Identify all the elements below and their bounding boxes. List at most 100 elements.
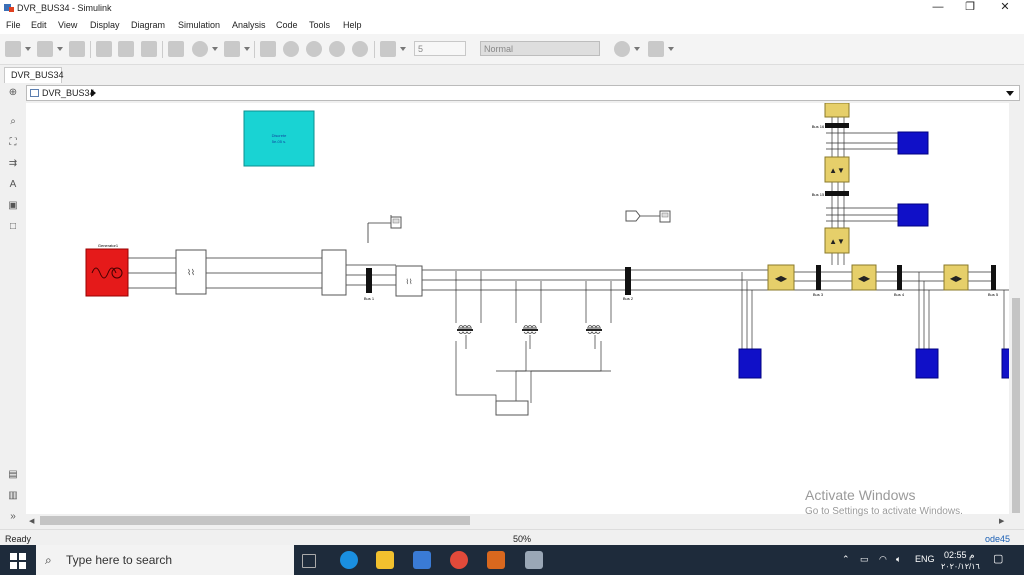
store-icon[interactable] — [413, 551, 431, 569]
close-button[interactable]: ✕ — [1000, 1, 1010, 13]
bus-bar-16[interactable] — [825, 123, 849, 128]
powergui-block[interactable] — [243, 110, 315, 167]
windows-start-icon[interactable] — [10, 553, 26, 569]
wifi-icon[interactable]: ◠ — [879, 554, 887, 564]
menu-simulation[interactable]: Simulation — [178, 20, 221, 30]
grid-icon[interactable] — [648, 41, 664, 57]
step-forward-icon[interactable] — [329, 41, 345, 57]
line-block-top[interactable] — [824, 103, 850, 118]
scroll-left-icon[interactable]: ◀ — [29, 518, 35, 525]
hide-browser-icon[interactable]: ⊕ — [8, 87, 18, 98]
arrow-icon[interactable]: ⇉ — [8, 158, 18, 169]
bus-bar-15[interactable] — [825, 191, 849, 196]
load-block-3[interactable] — [738, 348, 762, 379]
up-arrow-icon[interactable] — [141, 41, 157, 57]
breadcrumb-arrow-icon[interactable] — [91, 89, 96, 97]
volume-icon[interactable]: 🔈︎ — [896, 554, 902, 564]
stop-time-input[interactable]: 5 — [414, 41, 466, 56]
restore-button[interactable]: ❐ — [965, 1, 975, 13]
simulation-mode-select[interactable]: Normal — [480, 41, 600, 56]
zoom-icon[interactable]: ⌕ — [10, 116, 16, 127]
language-indicator[interactable]: ENG — [915, 554, 935, 564]
forward-arrow-icon[interactable] — [118, 41, 134, 57]
dvr-transformer-1[interactable] — [456, 324, 474, 334]
transformer-block-2[interactable] — [395, 265, 423, 297]
chevron-down-icon[interactable] — [400, 47, 406, 51]
vertical-scrollbar[interactable] — [1009, 103, 1022, 514]
task-view-icon[interactable] — [302, 554, 316, 568]
notifications-icon[interactable]: ▢ — [993, 553, 1004, 565]
line-block-vertical-1[interactable] — [824, 156, 850, 183]
matlab-icon[interactable] — [487, 551, 505, 569]
measurement-block[interactable] — [321, 249, 347, 296]
line-block-bus4-bus5[interactable] — [943, 264, 969, 291]
clock-date[interactable]: ٢٠٢٠/١٢/١٦ — [941, 562, 980, 571]
image-icon[interactable]: ▣ — [8, 200, 18, 211]
menu-tools[interactable]: Tools — [309, 20, 331, 30]
menu-code[interactable]: Code — [276, 20, 298, 30]
address-bar[interactable]: DVR_BUS34 — [26, 85, 1020, 101]
back-arrow-icon[interactable] — [96, 41, 112, 57]
save-icon[interactable] — [69, 41, 85, 57]
dvr-transformer-2[interactable] — [521, 324, 539, 334]
area-icon[interactable]: □ — [9, 221, 17, 232]
library-browser-icon[interactable] — [168, 41, 184, 57]
model-browser-icon[interactable]: ▤ — [8, 469, 18, 480]
expand-icon[interactable]: » — [10, 511, 16, 522]
annotation-icon[interactable]: A — [9, 179, 17, 190]
bus-bar-3[interactable] — [816, 265, 821, 290]
minimize-button[interactable]: — — [932, 1, 944, 13]
load-block-4[interactable] — [915, 348, 939, 379]
horizontal-scrollbar[interactable]: ◀ ▶ — [26, 514, 1009, 527]
fit-to-view-icon[interactable]: ⛶ — [9, 137, 17, 148]
open-icon[interactable] — [37, 41, 53, 57]
inverter-block[interactable] — [495, 400, 529, 416]
chevron-down-icon[interactable] — [668, 47, 674, 51]
model-canvas[interactable]: Discrete 5e-05 s. Generator1 ⌇⌇ Bus 1 ⌇⌇ — [26, 103, 1009, 514]
tab-dvr-bus34[interactable]: DVR_BUS34 — [4, 67, 64, 83]
menu-file[interactable]: File — [6, 20, 21, 30]
load-block-1[interactable] — [897, 131, 929, 155]
property-inspector-icon[interactable]: ▥ — [8, 490, 18, 501]
transformer-block-1[interactable] — [175, 249, 207, 295]
bus-bar-2[interactable] — [625, 267, 631, 295]
simulink-taskbar-icon[interactable] — [525, 551, 543, 569]
generator-block[interactable] — [85, 248, 129, 297]
block-diagram[interactable]: Discrete 5e-05 s. Generator1 ⌇⌇ Bus 1 ⌇⌇ — [26, 103, 1009, 514]
step-back-icon[interactable] — [283, 41, 299, 57]
line-block-bus2-bus3[interactable] — [767, 264, 795, 291]
taskbar-search[interactable]: ⌕ Type here to search — [36, 545, 294, 575]
menu-edit[interactable]: Edit — [31, 20, 47, 30]
new-model-icon[interactable] — [5, 41, 21, 57]
load-block-2[interactable] — [897, 203, 929, 227]
menu-diagram[interactable]: Diagram — [131, 20, 166, 30]
bus-bar-5[interactable] — [991, 265, 996, 290]
horizontal-scroll-thumb[interactable] — [40, 516, 470, 525]
check-icon[interactable] — [614, 41, 630, 57]
chevron-down-icon[interactable] — [25, 47, 31, 51]
menu-help[interactable]: Help — [343, 20, 362, 30]
menu-view[interactable]: View — [58, 20, 78, 30]
line-block-vertical-2[interactable] — [824, 227, 850, 254]
menu-analysis[interactable]: Analysis — [232, 20, 266, 30]
dvr-transformer-3[interactable] — [585, 324, 603, 334]
chevron-down-icon[interactable] — [244, 47, 250, 51]
chrome-icon[interactable] — [450, 551, 468, 569]
run-icon[interactable] — [306, 41, 322, 57]
goto-tag-block[interactable] — [625, 210, 641, 222]
chevron-down-icon[interactable] — [57, 47, 63, 51]
network-icon[interactable]: ▭ — [860, 554, 869, 564]
model-explorer-icon[interactable] — [224, 41, 240, 57]
clock-time[interactable]: 02:55 م — [944, 550, 975, 560]
scroll-right-icon[interactable]: ▶ — [999, 518, 1005, 525]
chevron-down-icon[interactable] — [212, 47, 218, 51]
model-settings-gear-icon[interactable] — [192, 41, 208, 57]
tray-chevron-up-icon[interactable]: ⌃ — [842, 554, 850, 564]
scope-icon[interactable] — [380, 41, 396, 57]
vertical-scroll-thumb[interactable] — [1012, 298, 1020, 513]
edge-browser-icon[interactable] — [340, 551, 358, 569]
stop-icon[interactable] — [352, 41, 368, 57]
load-block-5[interactable] — [1001, 348, 1009, 379]
chevron-down-icon[interactable] — [1006, 91, 1014, 96]
record-icon[interactable] — [260, 41, 276, 57]
